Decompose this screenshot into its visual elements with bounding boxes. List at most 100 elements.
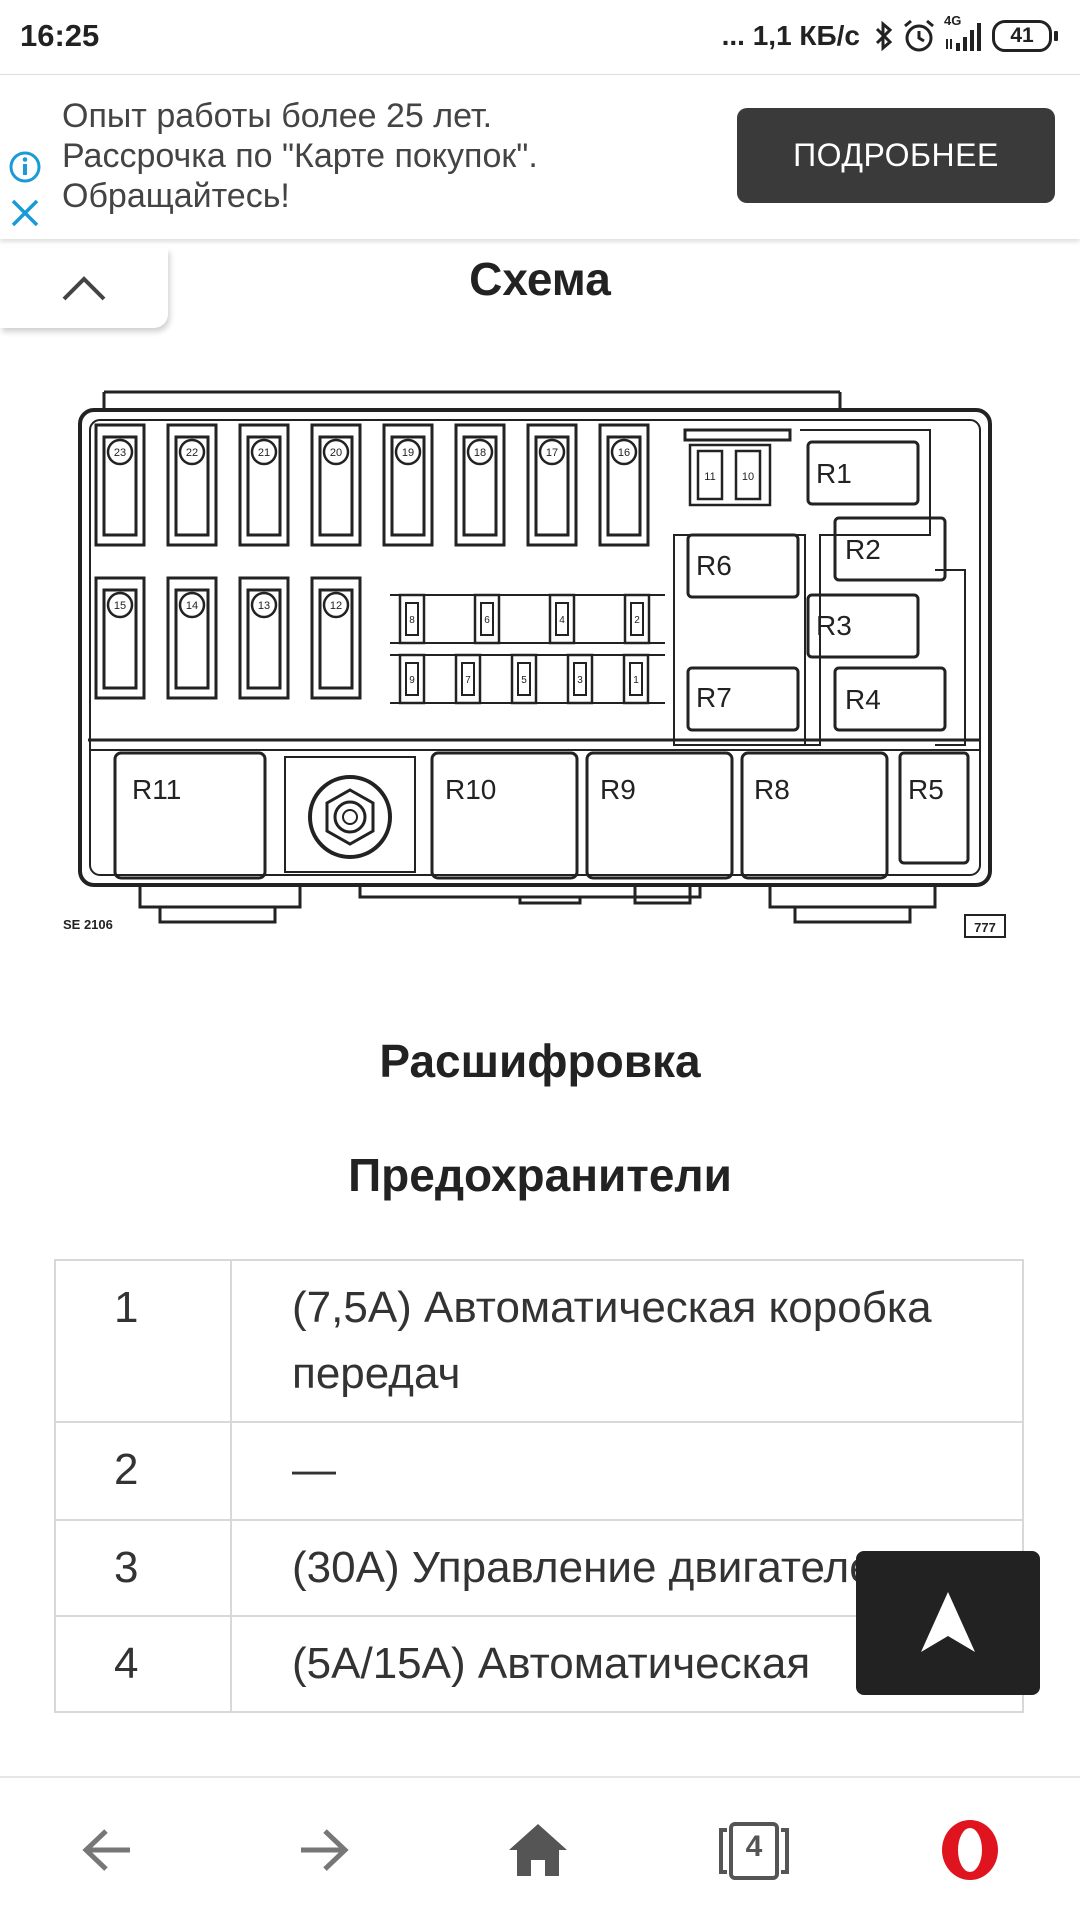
fuse-description: (7,5А) Автоматическая коробка передач [230, 1259, 1024, 1423]
relay-label: R8 [754, 774, 790, 805]
relay-r6 [686, 533, 800, 599]
relay-label: R3 [816, 610, 852, 641]
fuse-label: 1 [633, 675, 639, 686]
relay-r7 [686, 666, 800, 732]
tabs-button[interactable]: 4 [704, 1800, 804, 1900]
fuse-label: 6 [484, 615, 490, 626]
fuse-label: 19 [402, 447, 414, 459]
mini-fuse: 8 [398, 593, 426, 645]
fuse-description: — [230, 1421, 1024, 1521]
small-fuse-label: 11 [704, 471, 715, 483]
info-icon[interactable] [8, 150, 42, 189]
close-icon[interactable] [8, 196, 42, 235]
collapse-ad-button[interactable] [0, 248, 168, 328]
ad-line: Рассрочка по "Карте покупок". [62, 137, 538, 175]
fuse-number: 4 [54, 1615, 232, 1713]
fuse-label: 5 [521, 675, 527, 686]
relay-label: R7 [696, 682, 732, 713]
diagram-code-right: 777 [974, 920, 996, 935]
fuse-label: 9 [409, 675, 415, 686]
scroll-to-top-button[interactable] [856, 1551, 1040, 1695]
alarm-icon [902, 19, 936, 53]
fuse: 14 [166, 576, 218, 700]
relay-r4 [833, 666, 947, 732]
home-button[interactable] [488, 1800, 588, 1900]
relay-label: R10 [445, 774, 496, 805]
relay-label: R5 [908, 774, 944, 805]
mini-fuse: 3 [566, 653, 594, 705]
fuse-number: 1 [54, 1259, 232, 1423]
bluetooth-icon [874, 20, 894, 52]
relay-r1 [806, 440, 920, 506]
network-speed: ... 1,1 КБ/с [721, 20, 860, 51]
relay-r3 [806, 593, 920, 659]
mini-fuse: 5 [510, 653, 538, 705]
fuse-label: 8 [409, 615, 415, 626]
relay-label: R6 [696, 550, 732, 581]
status-icons: ... 1,1 КБ/с 4G 41 [721, 13, 1058, 58]
schema-heading: Схема [469, 253, 611, 305]
table-row: 2 — [54, 1421, 1024, 1521]
diagram-code-left: SE 2106 [63, 917, 113, 932]
fuse-label: 20 [330, 447, 342, 459]
mini-fuse: 2 [623, 593, 651, 645]
relay-r5 [898, 751, 970, 865]
ad-line: Обращайтесь! [62, 177, 290, 215]
fuse: 13 [238, 576, 290, 700]
back-button[interactable] [58, 1800, 158, 1900]
opera-menu-button[interactable] [920, 1800, 1020, 1900]
ad-text[interactable]: Опыт работы более 25 лет. Рассрочка по "… [62, 96, 702, 216]
forward-arrow-icon [301, 1829, 349, 1871]
fuse-table: 1 (7,5А) Автоматическая коробка передач … [54, 1259, 1024, 1713]
small-fuse-pair [688, 443, 772, 507]
ad-details-button[interactable]: ПОДРОБНЕЕ [737, 108, 1055, 203]
fuse: 17 [526, 423, 578, 547]
fuse-number: 2 [54, 1421, 232, 1521]
nut-bolt [308, 775, 392, 859]
bottom-navigation: 4 [0, 1776, 1080, 1922]
fuse-label: 16 [618, 447, 630, 459]
status-bar: 16:25 ... 1,1 КБ/с 4G 41 [0, 0, 1080, 72]
battery-level: 41 [992, 20, 1052, 52]
relay-label: R2 [845, 534, 881, 565]
chevron-up-icon [62, 276, 106, 301]
fuse-label: 17 [546, 447, 558, 459]
fuse: 20 [310, 423, 362, 547]
fuse-label: 15 [114, 600, 126, 612]
mini-fuse: 7 [454, 653, 482, 705]
tabs-count: 4 [745, 1830, 763, 1863]
fuse: 22 [166, 423, 218, 547]
opera-menu-icon [942, 1820, 998, 1880]
ad-line: Опыт работы более 25 лет. [62, 97, 493, 135]
network-type: 4G [944, 13, 962, 28]
relay-label: R11 [132, 774, 181, 805]
relay-r9 [585, 751, 734, 880]
forward-button[interactable] [273, 1800, 373, 1900]
relay-label: R1 [816, 458, 852, 489]
mini-fuse: 9 [398, 653, 426, 705]
fuse-label: 3 [577, 675, 583, 686]
mini-fuse: 1 [622, 653, 650, 705]
fuse-label: 12 [330, 600, 342, 612]
fuse: 16 [598, 423, 650, 547]
decode-heading: Расшифровка [379, 1035, 701, 1087]
fuse: 12 [310, 576, 362, 700]
relay-label: R4 [845, 684, 881, 715]
fuse-label: 14 [186, 600, 198, 612]
relay-r10 [430, 751, 579, 880]
fuse-label: 2 [634, 615, 640, 626]
arrow-up-icon [921, 1592, 975, 1652]
fuse-label: 13 [258, 600, 270, 612]
fuse: 19 [382, 423, 434, 547]
fuse: 21 [238, 423, 290, 547]
tabs-icon [719, 1822, 789, 1880]
fuse-number: 3 [54, 1519, 232, 1617]
mini-fuse: 4 [548, 593, 576, 645]
fuse-label: 21 [258, 447, 270, 459]
battery-icon: 41 [992, 20, 1058, 52]
relay-r2 [833, 516, 947, 582]
fuse-label: 7 [465, 675, 471, 686]
mini-fuse: 6 [473, 593, 501, 645]
signal-icon: 4G [944, 13, 984, 53]
